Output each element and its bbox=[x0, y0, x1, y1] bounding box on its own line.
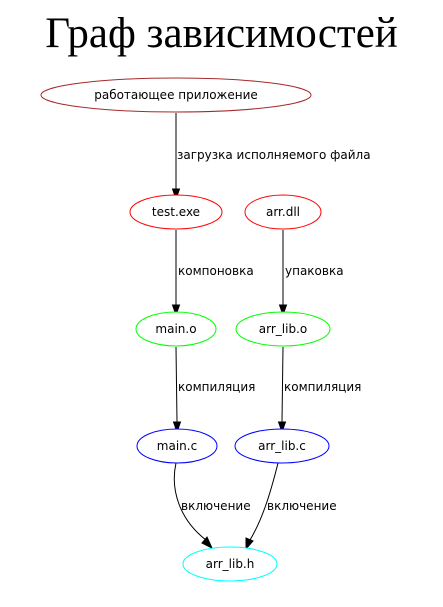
arrowhead-icon bbox=[171, 188, 181, 201]
node-label: main.o bbox=[155, 322, 196, 336]
node-arr-lib-o: arr_lib.o bbox=[235, 311, 331, 347]
arrowhead-icon bbox=[278, 304, 288, 317]
page-title: Граф зависимостей bbox=[45, 10, 398, 57]
edge-label-include-lib: включение bbox=[267, 499, 337, 513]
node-shape bbox=[135, 311, 217, 347]
edge-line bbox=[173, 462, 207, 541]
edge-line bbox=[175, 346, 178, 423]
edge-label-compile-lib: компиляция bbox=[284, 380, 361, 394]
node-arr-lib-h: arr_lib.h bbox=[182, 546, 278, 582]
edge-app-to-test-exe: загрузка исполняемого файла bbox=[171, 113, 371, 201]
edge-label-packaging: упаковка bbox=[285, 264, 344, 278]
edge-line bbox=[249, 462, 279, 541]
edge-arr-lib-o-to-arr-lib-c: компиляция bbox=[277, 346, 361, 434]
node-shape bbox=[129, 194, 223, 230]
edge-label-include-main: включение bbox=[181, 499, 251, 513]
arrowhead-icon bbox=[277, 421, 287, 434]
node-main-o: main.o bbox=[135, 311, 217, 347]
node-label: работающее приложение bbox=[94, 88, 258, 102]
edge-label-load: загрузка исполняемого файла bbox=[177, 148, 371, 162]
node-shape bbox=[235, 311, 331, 347]
arrowhead-icon bbox=[201, 536, 214, 550]
edge-arr-dll-to-arr-lib-o: упаковка bbox=[278, 230, 344, 317]
node-label: arr_lib.h bbox=[206, 557, 255, 571]
edge-main-c-to-arr-lib-h: включение bbox=[173, 462, 251, 550]
node-shape bbox=[40, 77, 312, 113]
edge-label-compile-main: компиляция bbox=[178, 380, 255, 394]
node-shape bbox=[136, 428, 218, 464]
node-arr-dll: arr.dll bbox=[244, 194, 322, 230]
node-label: main.c bbox=[157, 439, 197, 453]
edge-label-linking: компоновка bbox=[178, 264, 254, 278]
node-main-c: main.c bbox=[136, 428, 218, 464]
node-shape bbox=[234, 428, 330, 464]
node-shape bbox=[244, 194, 322, 230]
node-label: test.exe bbox=[152, 205, 200, 219]
edge-line bbox=[281, 346, 284, 423]
edge-test-exe-to-main-o: компоновка bbox=[171, 230, 254, 317]
node-shape bbox=[182, 546, 278, 582]
arrowhead-icon bbox=[171, 304, 181, 317]
node-label: arr.dll bbox=[266, 205, 300, 219]
edge-arr-lib-c-to-arr-lib-h: включение bbox=[245, 462, 337, 551]
arrowhead-icon bbox=[172, 421, 182, 434]
node-test-exe: test.exe bbox=[129, 194, 223, 230]
node-arr-lib-c: arr_lib.c bbox=[234, 428, 330, 464]
edge-main-o-to-main-c: компиляция bbox=[172, 346, 255, 434]
node-label: arr_lib.o bbox=[259, 322, 307, 336]
arrowhead-icon bbox=[245, 537, 254, 551]
node-label: arr_lib.c bbox=[258, 439, 306, 453]
node-running-app: работающее приложение bbox=[40, 77, 312, 113]
